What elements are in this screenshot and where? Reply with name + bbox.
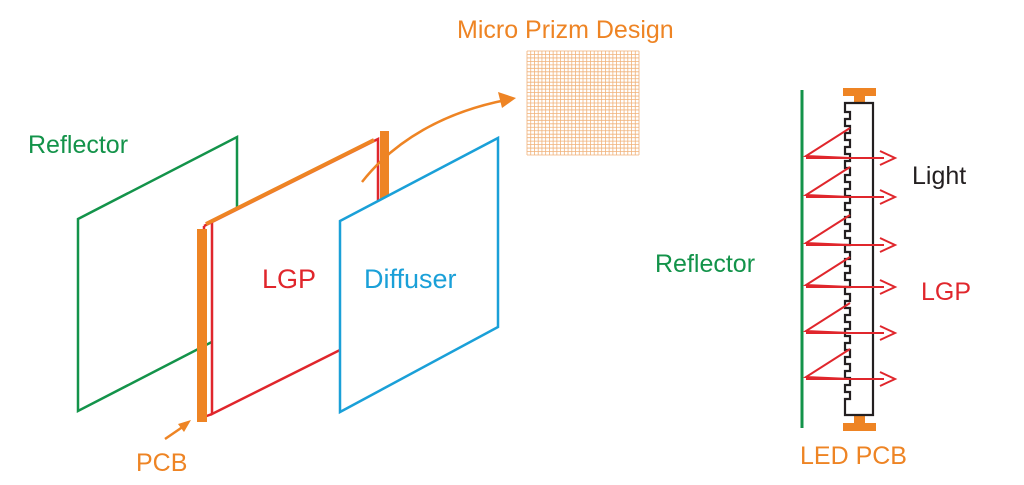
pcb-bar-back bbox=[380, 131, 389, 203]
led-pcb-label: LED PCB bbox=[800, 442, 907, 470]
micro-prizm-label: Micro Prizm Design bbox=[457, 16, 674, 44]
ray-triangle bbox=[802, 214, 851, 246]
ray-triangle bbox=[802, 127, 851, 159]
micro-prizm-arrowhead bbox=[498, 92, 516, 108]
light-rays bbox=[802, 127, 898, 387]
pcb-bar-front bbox=[197, 229, 207, 422]
ray-arrowhead bbox=[879, 189, 898, 205]
lgp-label-right: LGP bbox=[921, 278, 971, 306]
pcb-pointer-arrowhead bbox=[178, 420, 191, 432]
ray-arrowhead bbox=[879, 325, 898, 341]
pcb-pointer-arrow bbox=[164, 424, 185, 441]
reflector-label-right: Reflector bbox=[655, 250, 755, 278]
ray-triangle bbox=[802, 256, 851, 288]
reflector-label-left: Reflector bbox=[28, 131, 128, 159]
lgp-cross-section bbox=[843, 101, 875, 417]
diffuser-panel bbox=[338, 135, 500, 415]
ray-arrowhead bbox=[879, 279, 898, 295]
ray-triangle bbox=[802, 302, 851, 334]
pcb-label: PCB bbox=[136, 449, 187, 477]
micro-prizm-arrow bbox=[361, 98, 507, 183]
diffuser-label: Diffuser bbox=[364, 264, 457, 294]
micro-prizm-grid bbox=[526, 50, 640, 156]
led-pcb-bottom bbox=[843, 415, 876, 431]
led-pcb-top bbox=[843, 88, 876, 104]
lgp-label-left: LGP bbox=[262, 264, 316, 294]
ray-triangle bbox=[802, 348, 851, 380]
ray-arrowhead bbox=[879, 371, 898, 387]
ray-triangle bbox=[802, 166, 851, 198]
ray-arrowhead bbox=[879, 150, 898, 166]
light-label: Light bbox=[912, 162, 966, 190]
ray-arrowhead bbox=[879, 237, 898, 253]
